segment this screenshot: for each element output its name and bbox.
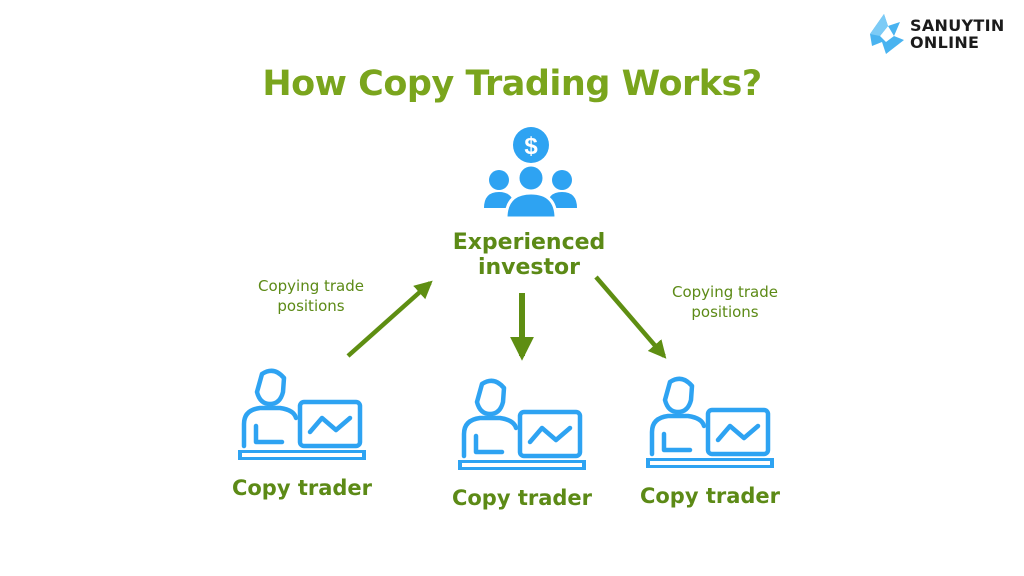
edge-label-left-line-1: Copying trade (257, 277, 364, 295)
brand-line-2: ONLINE (910, 33, 980, 52)
trader-laptop-chart-icon (646, 379, 774, 468)
trader-label-center: Copy trader (451, 486, 593, 510)
investor-label: Experienced investor (449, 230, 609, 280)
trader-laptop-chart-icon (238, 371, 366, 460)
arrow-left-up (346, 280, 433, 358)
investor-label-line-2: investor (477, 255, 581, 280)
brand-line-1: SANUYTIN (910, 16, 1005, 35)
edge-label-left: Copying trade positions (236, 276, 386, 316)
investor-group-dollar-icon: $ (484, 127, 577, 220)
trader-laptop-chart-icon (458, 381, 586, 470)
arrow-right-down (594, 275, 667, 359)
page-title: How Copy Trading Works? (262, 64, 762, 104)
wolf-logo-icon (870, 14, 904, 54)
edge-label-right-line-2: positions (691, 303, 759, 321)
edge-label-left-line-2: positions (277, 297, 345, 315)
brand-name: SANUYTIN ONLINE (910, 17, 1005, 51)
edge-label-right-line-1: Copying trade (671, 283, 778, 301)
svg-text:$: $ (524, 133, 538, 160)
investor-label-line-1: Experienced (452, 230, 606, 255)
brand-logo[interactable]: SANUYTIN ONLINE (866, 12, 1005, 56)
edge-label-right: Copying trade positions (650, 282, 800, 322)
trader-label-right: Copy trader (639, 484, 781, 508)
trader-label-left: Copy trader (231, 476, 373, 500)
